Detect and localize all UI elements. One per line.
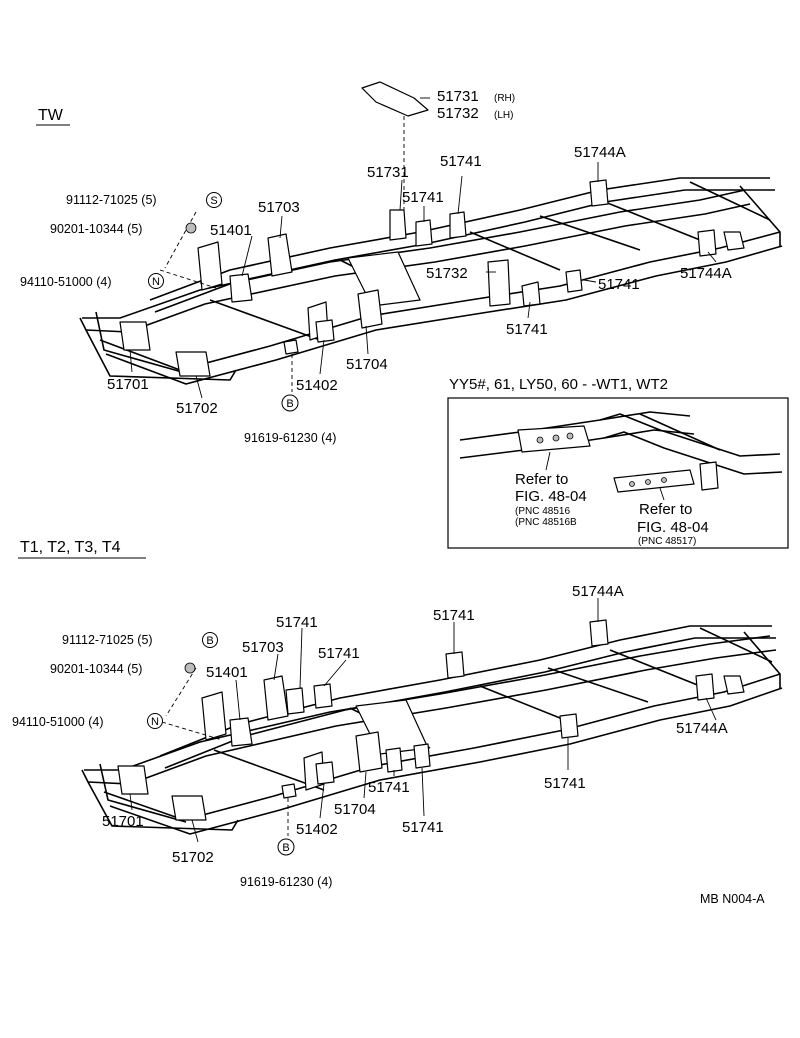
tw-label-51741-c: 51741 — [598, 276, 640, 293]
tw-label-rivet: 91619-61230 (4) — [244, 431, 336, 445]
tw-washer-icon — [185, 222, 197, 234]
tw-label-rh: (RH) — [494, 93, 515, 104]
tw-parts — [119, 81, 745, 377]
tw-labels: 51731 (RH) 51732 (LH) 51731 51741 51741 … — [20, 88, 732, 445]
svg-text:N: N — [151, 716, 159, 728]
tw-label-51741-b: 51741 — [402, 189, 444, 206]
tw-label-51702: 51702 — [176, 400, 218, 417]
t-title: T1, T2, T3, T4 — [20, 539, 121, 556]
tw-label-51401: 51401 — [210, 222, 252, 239]
tw-bolt-marker-icon — [206, 192, 222, 208]
t-label-51402: 51402 — [296, 821, 338, 838]
tw-label-51704: 51704 — [346, 356, 388, 373]
t-leaders — [129, 598, 717, 843]
t-rivet-marker-icon — [277, 838, 295, 856]
tw-label-51741-a: 51741 — [440, 153, 482, 170]
t-label-bolt: 91112-71025 (5) — [62, 633, 153, 647]
tw-leaders — [129, 97, 717, 399]
t-label-51703: 51703 — [242, 639, 284, 656]
tw-label-51732: 51732 — [426, 265, 468, 282]
t-section: T1, T2, T3, T4 — [12, 539, 783, 889]
tw-label-washer: 90201-10344 (5) — [50, 222, 142, 236]
t-label-nut: 94110-51000 (4) — [12, 715, 104, 729]
tw-label-51744a-right: 51744A — [680, 265, 732, 282]
inset-ref1-pnc2: (PNC 48516B — [515, 517, 577, 528]
tw-part-51731-top — [361, 81, 429, 117]
tw-section: TW — [20, 81, 783, 445]
tw-label-51731-rh: 51731 — [437, 88, 479, 105]
tw-label-51744a-top: 51744A — [574, 144, 626, 161]
t-label-51702: 51702 — [172, 849, 214, 866]
t-label-51744a-right: 51744A — [676, 720, 728, 737]
t-label-51741-f: 51741 — [402, 819, 444, 836]
t-label-washer: 90201-10344 (5) — [50, 662, 142, 676]
t-nut-marker-icon — [147, 713, 163, 729]
t-label-rivet: 91619-61230 (4) — [240, 875, 332, 889]
tw-label-lh: (LH) — [494, 110, 513, 121]
tw-label-51703: 51703 — [258, 199, 300, 216]
tw-title: TW — [38, 107, 64, 124]
t-label-51741-e: 51741 — [368, 779, 410, 796]
t-label-51741-b: 51741 — [276, 614, 318, 631]
t-label-51741-a: 51741 — [433, 607, 475, 624]
svg-text:N: N — [152, 276, 160, 288]
svg-text:B: B — [286, 398, 293, 410]
inset-box — [447, 397, 789, 549]
t-label-51704: 51704 — [334, 801, 376, 818]
inset-title: YY5#, 61, LY50, 60 - -WT1, WT2 — [449, 376, 668, 393]
t-labels: 51744A 51741 51741 51703 51741 51401 517… — [12, 583, 728, 889]
inset-ref1-line2: FIG. 48-04 — [515, 488, 587, 505]
t-label-51741-d: 51741 — [544, 775, 586, 792]
t-label-51401: 51401 — [206, 664, 248, 681]
footer-code: MB N004-A — [700, 892, 765, 906]
t-washer-icon — [184, 662, 196, 674]
tw-nut-marker-icon — [148, 273, 164, 289]
t-bolt-marker-icon — [202, 632, 218, 648]
tw-label-51402: 51402 — [296, 377, 338, 394]
t-label-51741-c: 51741 — [318, 645, 360, 662]
inset-ref1-pnc1: (PNC 48516 — [515, 506, 570, 517]
t-label-51701: 51701 — [102, 813, 144, 830]
tw-label-51741-d: 51741 — [506, 321, 548, 338]
svg-text:S: S — [210, 195, 217, 207]
svg-text:B: B — [206, 635, 213, 647]
tw-label-nut: 94110-51000 (4) — [20, 275, 112, 289]
tw-label-bolt: 91112-71025 (5) — [66, 193, 157, 207]
tw-label-51732-lh: 51732 — [437, 105, 479, 122]
t-label-51744a-top: 51744A — [572, 583, 624, 600]
inset-ref2-line2: FIG. 48-04 — [637, 519, 709, 536]
inset-drawing — [459, 411, 783, 501]
inset-ref1-line1: Refer to — [515, 471, 568, 488]
tw-label-51701: 51701 — [107, 376, 149, 393]
inset-section: YY5#, 61, LY50, 60 - -WT1, WT2 Refer to … — [447, 376, 789, 549]
tw-frame-drawing — [79, 177, 783, 385]
t-parts — [117, 619, 745, 821]
tw-label-51731: 51731 — [367, 164, 409, 181]
svg-text:B: B — [282, 842, 289, 854]
inset-ref2-pnc: (PNC 48517) — [638, 536, 696, 547]
tw-rivet-marker-icon — [281, 394, 299, 412]
inset-ref2-line1: Refer to — [639, 501, 692, 518]
